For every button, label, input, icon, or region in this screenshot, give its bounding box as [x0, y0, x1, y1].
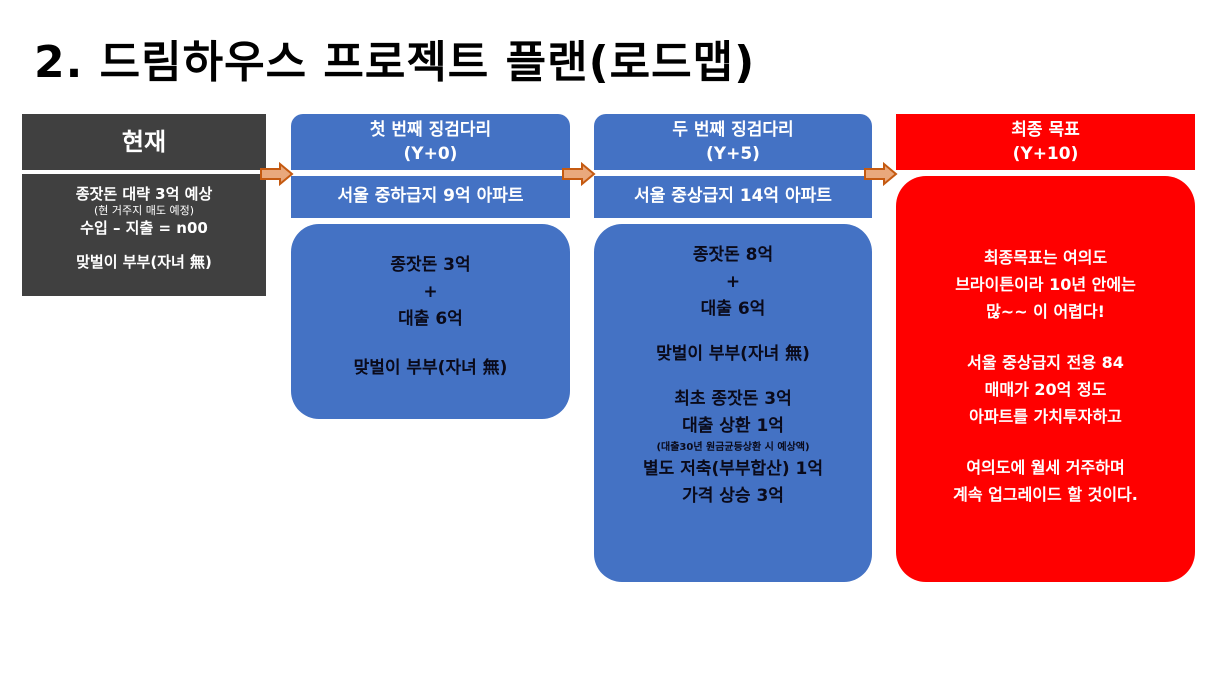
step2-line: 대출 6억: [700, 299, 766, 319]
step1-year: (Y+0): [403, 144, 458, 164]
step2-line: 종잣돈 8억: [692, 245, 774, 265]
arrow-right-icon: [260, 162, 294, 186]
final-line: 최종목표는 여의도: [983, 248, 1108, 267]
current-heading: 현재: [22, 114, 266, 170]
step1-line: 대출 6억: [398, 309, 463, 329]
step2-line: 대출 상환 1억: [682, 416, 784, 436]
step2-target: 서울 중상급지 14억 아파트: [594, 176, 872, 218]
final-line: 브라이튼이라 10년 안에는: [955, 275, 1136, 294]
final-line: 계속 업그레이드 할 것이다.: [953, 485, 1138, 504]
final-body: 최종목표는 여의도 브라이튼이라 10년 안에는 많~~ 이 어렵다! 서울 중…: [896, 176, 1195, 582]
step1-heading: 첫 번째 징검다리 (Y+0): [291, 114, 570, 170]
step2-line: 맞벌이 부부(자녀 無): [656, 344, 810, 364]
step2-body: 종잣돈 8억 + 대출 6억 맞벌이 부부(자녀 無) 최초 종잣돈 3억 대출…: [594, 224, 872, 582]
final-line: 많~~ 이 어렵다!: [986, 302, 1105, 321]
step2-line: 최초 종잣돈 3억: [674, 389, 792, 409]
current-line-income: 수입 – 지출 = n00: [80, 219, 208, 237]
step2-line: 가격 상승 3억: [682, 486, 784, 506]
current-line-household: 맞벌이 부부(자녀 無): [76, 253, 212, 271]
step2-line: 별도 저축(부부합산) 1억: [643, 459, 823, 479]
arrow-right-icon: [864, 162, 898, 186]
step1-target: 서울 중하급지 9억 아파트: [291, 176, 570, 218]
step2-title: 두 번째 징검다리: [672, 120, 794, 140]
current-details: 종잣돈 대략 3억 예상 (현 거주지 매도 예정) 수입 – 지출 = n00…: [22, 174, 266, 296]
final-year: (Y+10): [1012, 144, 1079, 164]
step2-heading: 두 번째 징검다리 (Y+5): [594, 114, 872, 170]
step2-note: (대출30년 원금균등상환 시 예상액): [656, 442, 810, 453]
step1-body: 종잣돈 3억 + 대출 6억 맞벌이 부부(자녀 無): [291, 224, 570, 419]
step2-year: (Y+5): [706, 144, 760, 164]
final-heading: 최종 목표 (Y+10): [896, 114, 1195, 170]
current-line-seed: 종잣돈 대략 3억 예상: [75, 185, 213, 203]
final-line: 서울 중상급지 전용 84: [967, 353, 1124, 372]
current-line-note: (현 거주지 매도 예정): [93, 204, 195, 217]
step2-line: +: [725, 272, 741, 292]
final-line: 아파트를 가치투자하고: [969, 407, 1122, 426]
final-line: 여의도에 월세 거주하며: [966, 458, 1125, 477]
final-line: 매매가 20억 정도: [984, 380, 1107, 399]
step1-line: 맞벌이 부부(자녀 無): [353, 358, 508, 378]
arrow-right-icon: [562, 162, 596, 186]
step1-line: 종잣돈 3억: [390, 255, 471, 275]
final-title: 최종 목표: [1011, 120, 1080, 140]
step1-line: +: [423, 282, 438, 302]
page-title: 2. 드림하우스 프로젝트 플랜(로드맵): [34, 37, 756, 88]
step1-title: 첫 번째 징검다리: [369, 120, 492, 140]
